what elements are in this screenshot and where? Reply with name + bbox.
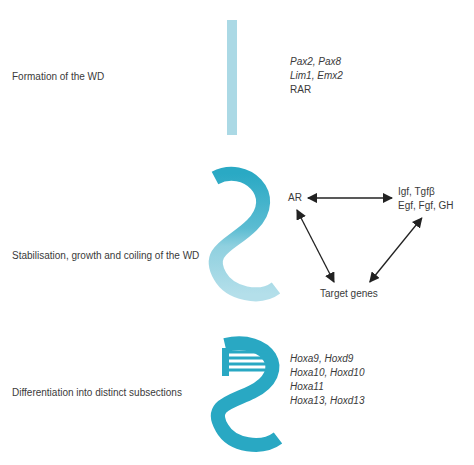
gene-label: Hoxa11 [290,380,324,393]
node-text: Igf, Tgfβ [398,185,454,199]
node-text: Egf, Fgf, GH [398,199,454,213]
interaction-arrow [370,218,422,282]
gene-label: Hoxa10, Hoxd10 [290,366,365,379]
coiled-duct [215,174,276,294]
tubules [228,352,270,370]
factor-node: Igf, TgfβEgf, Fgf, GH [396,184,456,214]
gene-label: Hoxa13, Hoxd13 [290,394,365,407]
node-text: Target genes [320,287,378,301]
differentiated-duct [218,343,278,445]
factor-node: Target genes [318,286,380,302]
stage-label: Stabilisation, growth and coiling of the… [12,249,199,262]
factor-node: AR [286,190,304,206]
node-text: AR [288,191,302,205]
gene-label: RAR [290,83,311,96]
straight-duct [227,20,237,135]
interaction-arrow [297,210,334,282]
gene-label: Lim1, Emx2 [290,69,343,82]
duct-wall [222,348,229,376]
gene-label: Hoxa9, Hoxd9 [290,352,353,365]
interaction-arrow [308,197,392,198]
gene-label: Pax2, Pax8 [290,55,341,68]
stage-label: Differentiation into distinct subsection… [12,386,182,399]
stage-label: Formation of the WD [12,70,104,83]
